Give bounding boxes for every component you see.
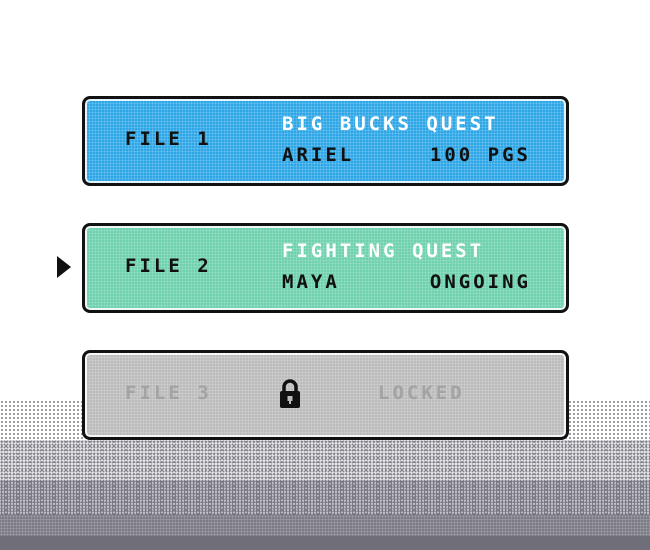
file-label: FILE 1	[125, 128, 212, 150]
player-name: ARIEL	[282, 144, 355, 166]
progress-text: ONGOING	[429, 271, 531, 293]
save-file-2[interactable]: FILE 2 FIGHTING QUEST MAYA ONGOING	[82, 223, 569, 313]
save-file-1[interactable]: FILE 1 BIG BUCKS QUEST ARIEL 100 PGS	[82, 96, 569, 186]
card-texture	[85, 226, 566, 310]
lock-icon	[280, 379, 300, 408]
card-texture	[85, 99, 566, 183]
quest-name: FIGHTING QUEST	[282, 240, 485, 262]
selection-cursor-icon	[57, 256, 71, 278]
progress-text: 100 PGS	[429, 144, 531, 166]
player-name: MAYA	[282, 271, 340, 293]
locked-status: LOCKED	[378, 382, 465, 404]
save-file-3[interactable]: FILE 3 LOCKED	[82, 350, 569, 440]
quest-name: BIG BUCKS QUEST	[282, 113, 499, 135]
file-label: FILE 2	[125, 255, 212, 277]
file-label: FILE 3	[125, 382, 212, 404]
card-texture	[85, 353, 566, 437]
background-floor-base	[0, 536, 650, 550]
